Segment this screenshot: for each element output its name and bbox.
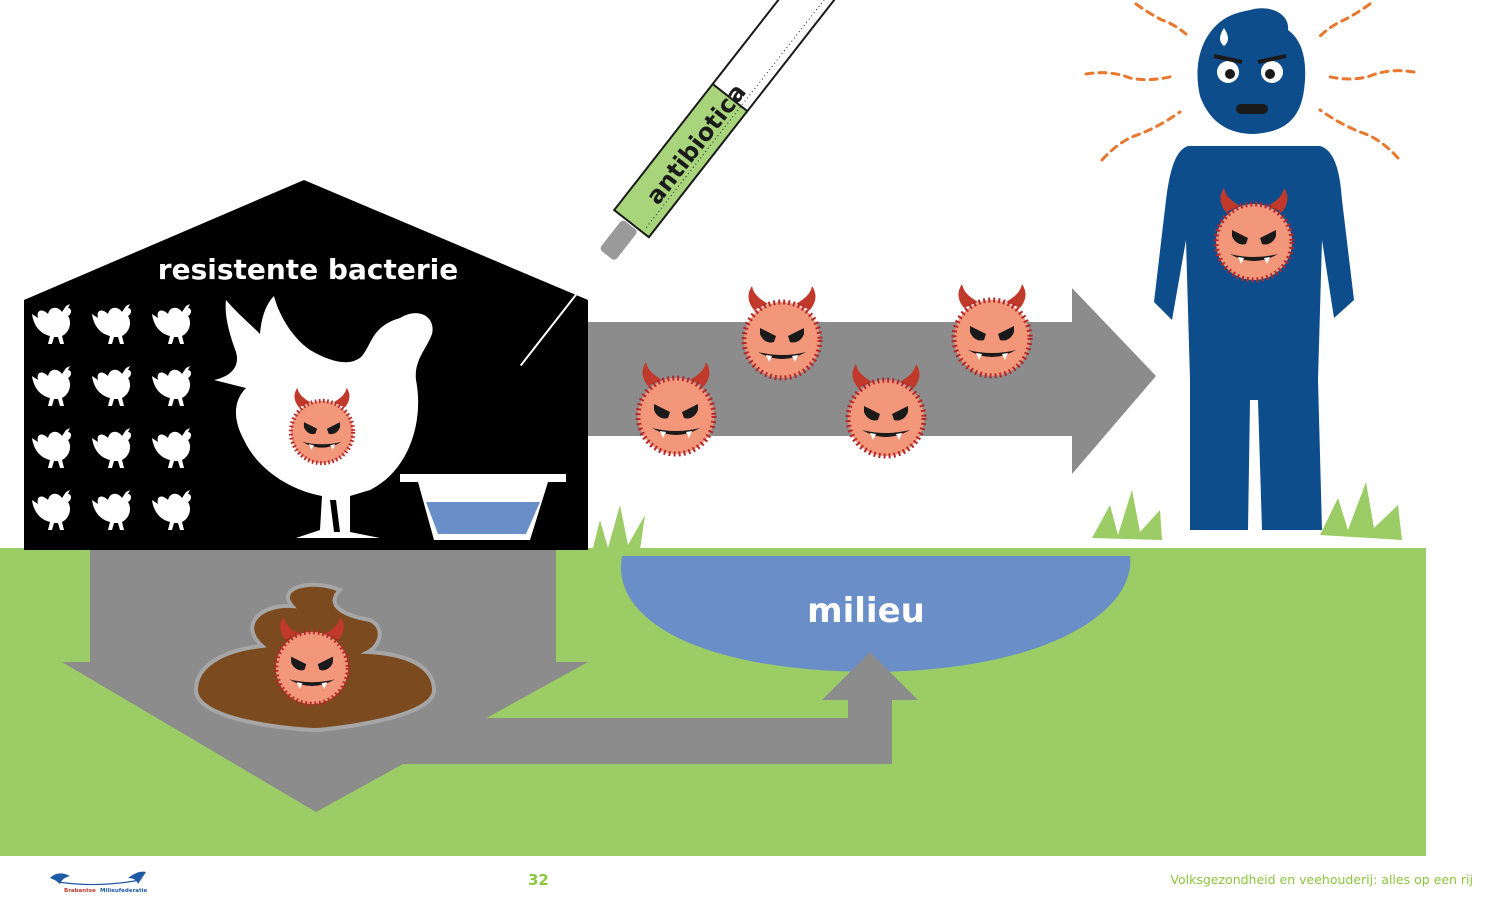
heat-lines bbox=[1084, 2, 1416, 162]
page-number: 32 bbox=[528, 871, 549, 889]
pond bbox=[620, 556, 1131, 672]
logo-text-left: Brabantse bbox=[64, 888, 96, 894]
water-bowl-icon bbox=[400, 474, 566, 540]
publisher-logo: Brabantse Milieufederatie bbox=[50, 871, 148, 894]
person-face bbox=[1213, 28, 1287, 114]
syringe-label: antibiotica bbox=[641, 78, 752, 210]
bacteria-icon bbox=[954, 284, 1030, 376]
pond-label: milieu bbox=[807, 591, 925, 631]
barn-label: resistente bacterie bbox=[158, 253, 458, 286]
groundwater-arrow bbox=[400, 652, 918, 764]
grass-tufts bbox=[592, 482, 1402, 552]
bacteria-icon bbox=[744, 286, 820, 378]
logo-text-right: Milieufederatie bbox=[100, 888, 148, 894]
publication-title: Volksgezondheid en veehouderij: alles op… bbox=[1170, 872, 1473, 887]
